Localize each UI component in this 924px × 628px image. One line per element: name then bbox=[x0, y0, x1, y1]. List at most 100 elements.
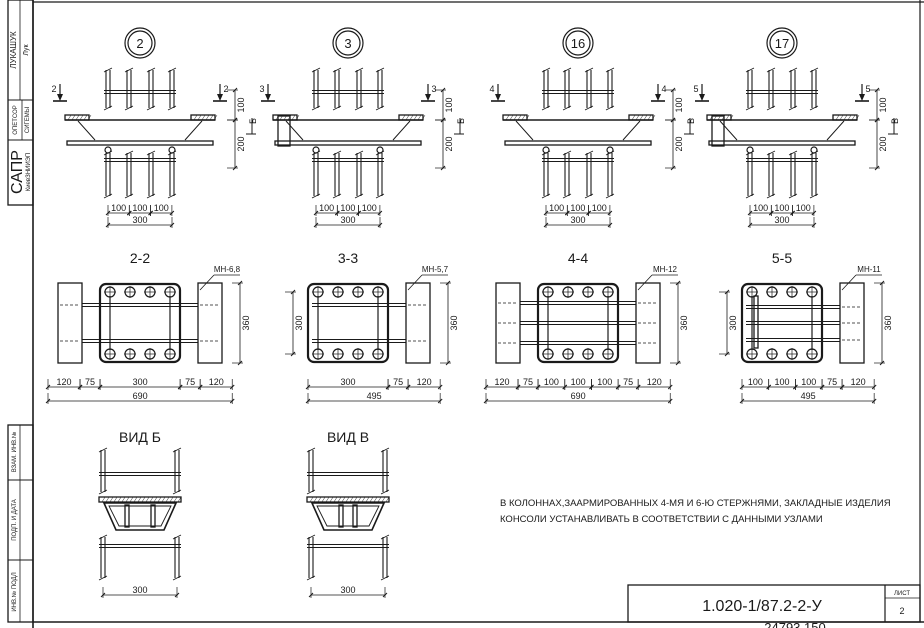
rebar-break bbox=[167, 105, 177, 111]
hatch-line bbox=[141, 496, 146, 503]
rebar-break bbox=[98, 447, 108, 453]
hatch-line bbox=[201, 114, 206, 121]
rebar-break bbox=[541, 193, 551, 199]
rebar-break bbox=[380, 575, 390, 581]
console-bottom-plate bbox=[274, 140, 422, 146]
hatch-line bbox=[717, 114, 722, 121]
dimension-tick bbox=[377, 210, 383, 216]
column-outline bbox=[98, 282, 182, 364]
dimension-tick bbox=[197, 384, 203, 390]
dimension-label: 100 bbox=[319, 203, 334, 213]
rebar-break bbox=[311, 67, 321, 73]
note-line: КОНСОЛИ УСТАНАВЛИВАТЬ В СООТВЕТСТВИИ С Д… bbox=[500, 514, 823, 525]
hatch-line bbox=[283, 114, 288, 121]
console-rib bbox=[150, 504, 156, 528]
hatch-line bbox=[725, 114, 730, 121]
dimension-tick bbox=[229, 398, 235, 404]
dimension-label: 100 bbox=[340, 203, 355, 213]
rebar-break bbox=[562, 150, 572, 156]
rebar-break bbox=[375, 150, 385, 156]
hatch-line bbox=[835, 114, 840, 121]
hatch-line bbox=[639, 114, 644, 121]
hatched-plate bbox=[628, 114, 654, 121]
rebar-break bbox=[605, 150, 615, 156]
hatch-line bbox=[137, 496, 142, 503]
console-bottom-plate bbox=[66, 140, 214, 146]
console-bottom-plate bbox=[708, 140, 856, 146]
section-title: 2-2 bbox=[130, 250, 150, 266]
hatch-line bbox=[121, 496, 126, 503]
dimension-label: 100 bbox=[132, 203, 147, 213]
hatch-line bbox=[309, 496, 314, 503]
dimension-tick bbox=[437, 398, 443, 404]
dimension-tick bbox=[126, 210, 132, 216]
rebar-break bbox=[375, 105, 385, 111]
hatch-line bbox=[385, 496, 390, 503]
dimension-label: 75 bbox=[393, 377, 403, 387]
hatch-line bbox=[87, 114, 92, 121]
dimension-tick bbox=[308, 592, 314, 598]
hatched-plate bbox=[832, 114, 858, 121]
dimension-tick bbox=[77, 384, 83, 390]
hatch-line bbox=[125, 496, 130, 503]
dimension-tick bbox=[811, 210, 817, 216]
dimension-tick bbox=[305, 398, 311, 404]
rebar-break bbox=[311, 193, 321, 199]
leader-line bbox=[407, 274, 423, 291]
hatch-line bbox=[337, 496, 342, 503]
side-label-replaced-inv: ВЗАМ. ИНВ.№ bbox=[11, 432, 18, 473]
hatch-line bbox=[373, 496, 378, 503]
hatched-plate bbox=[190, 114, 216, 121]
leader-line bbox=[199, 274, 215, 291]
hatch-line bbox=[321, 496, 326, 503]
rebar-break bbox=[167, 150, 177, 156]
hatch-line bbox=[83, 114, 88, 121]
dimension-tick bbox=[169, 222, 175, 228]
dimension-label: 100 bbox=[775, 377, 790, 387]
view-marker-label: В bbox=[686, 118, 696, 124]
rebar-break bbox=[98, 534, 108, 540]
rebar-break bbox=[788, 193, 798, 199]
dimension-tick bbox=[232, 87, 238, 93]
dimension-tick bbox=[440, 87, 446, 93]
rebar-break bbox=[584, 193, 594, 199]
rebar-break bbox=[306, 534, 316, 540]
rebar-break bbox=[788, 67, 798, 73]
hatch-line bbox=[275, 114, 280, 121]
hatch-line bbox=[67, 114, 72, 121]
node-circle-outer bbox=[332, 27, 364, 59]
dimension-tick bbox=[356, 210, 361, 216]
hatched-plate bbox=[706, 114, 732, 121]
dimension-tick bbox=[675, 280, 681, 286]
dimension-label: 300 bbox=[133, 377, 148, 387]
rebar-break bbox=[146, 150, 156, 156]
rebar-break bbox=[809, 193, 819, 199]
hatch-line bbox=[153, 496, 158, 503]
rebar-break bbox=[146, 193, 156, 199]
dimension-tick bbox=[105, 222, 111, 228]
dimension-label: 100 bbox=[801, 377, 816, 387]
dimension-tick bbox=[793, 384, 798, 390]
hatch-line bbox=[173, 496, 178, 503]
node-circle-inner bbox=[335, 30, 361, 56]
dimension-tick bbox=[724, 351, 730, 357]
rebar-break bbox=[766, 193, 776, 199]
hatch-line bbox=[161, 496, 166, 503]
dimension-tick bbox=[535, 384, 541, 390]
dimension-tick bbox=[874, 165, 880, 171]
dimension-label: 100 bbox=[444, 97, 454, 112]
dimension-tick bbox=[290, 289, 296, 295]
rebar-break bbox=[766, 105, 776, 111]
dimension-tick bbox=[445, 280, 451, 286]
dimension-label: 300 bbox=[340, 585, 355, 595]
rebar-break bbox=[354, 105, 364, 111]
rebar-break bbox=[766, 67, 776, 73]
rebar-break bbox=[98, 489, 108, 495]
hatch-line bbox=[345, 496, 350, 503]
node-circle-outer bbox=[766, 27, 798, 59]
